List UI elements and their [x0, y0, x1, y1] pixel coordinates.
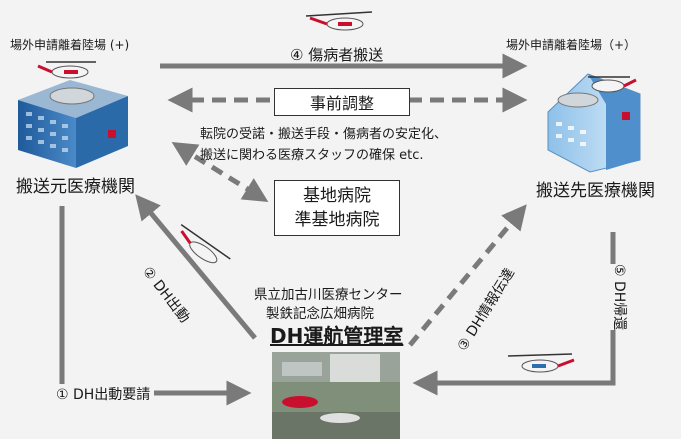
helicopter-icon: [305, 11, 373, 31]
step5-label: ⑤ DH帰還: [610, 264, 630, 331]
arrow-dispatch: [135, 194, 257, 340]
dest-hospital-label: 搬送先医療機関: [536, 181, 655, 201]
coordination-label: 事前調整: [309, 94, 374, 113]
center-title: DH運航管理室: [270, 324, 404, 348]
helicopter-icon: [37, 61, 96, 79]
arrow-origin-base: [171, 142, 269, 202]
dest-hospital-icon: [547, 73, 641, 173]
base-hospital-line1: 基地病院: [303, 186, 371, 206]
center-line2: 製鉄記念広畑病院: [266, 306, 374, 322]
helicopter-icon: [507, 353, 575, 373]
coordination-detail-2: 搬送に関わる医療スタッフの確保 etc.: [200, 148, 424, 163]
helipad-right-label: 場外申請離着陸場（+）: [506, 38, 637, 52]
origin-hospital-icon: [18, 80, 128, 168]
step4-label: ④ 傷病者搬送: [290, 46, 384, 64]
helicopter-icon: [180, 223, 231, 264]
center-photo: [272, 352, 400, 439]
arrow-return: [412, 232, 616, 396]
base-hospital-box: 基地病院 準基地病院: [274, 180, 400, 236]
arrow-request: [59, 206, 252, 406]
origin-hospital-label: 搬送元医療機関: [16, 177, 135, 197]
arrow-info: [408, 204, 527, 347]
step1-label: ① DH出動要請: [52, 384, 155, 404]
helipad-left-label: 場外申請離着陸場 (+): [10, 38, 130, 52]
coordination-detail-1: 転院の受諾・搬送手段・傷病者の安定化、: [200, 127, 448, 142]
coordination-box: 事前調整: [274, 88, 410, 116]
base-hospital-line2: 準基地病院: [294, 210, 380, 230]
center-line1: 県立加古川医療センター: [254, 287, 403, 303]
helicopter-icon: [588, 76, 637, 93]
